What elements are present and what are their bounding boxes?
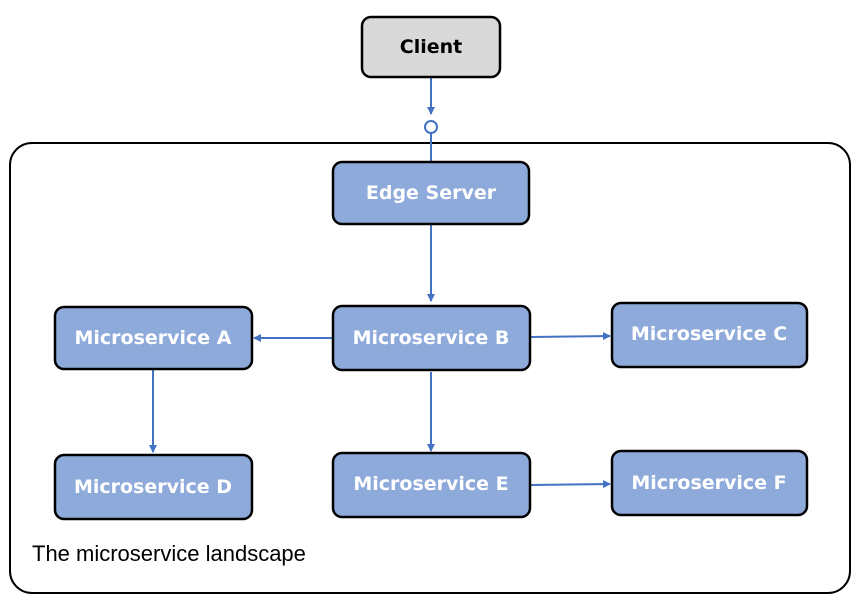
node-microservice-a[interactable]: Microservice A: [53, 305, 254, 371]
node-edge-server-label: Edge Server: [366, 182, 497, 204]
landscape-label: The microservice landscape: [32, 541, 306, 566]
node-microservice-a-label: Microservice A: [74, 327, 231, 349]
node-microservice-e-box: [331, 451, 532, 519]
edges: [149, 77, 611, 489]
node-client-label: Client: [400, 36, 462, 58]
node-microservice-b-box: [331, 304, 532, 372]
node-client[interactable]: Client: [360, 15, 502, 79]
node-microservice-f-label: Microservice F: [631, 472, 786, 494]
node-microservice-b-label: Microservice B: [353, 327, 510, 349]
node-microservice-c-label: Microservice C: [631, 323, 787, 345]
node-microservice-f-box: [610, 449, 809, 517]
edge-ms-b-to-ms-c: [530, 332, 611, 341]
node-microservice-e[interactable]: Microservice E: [331, 451, 532, 519]
node-microservice-d[interactable]: Microservice D: [53, 453, 254, 521]
edge-ms-e-to-ms-f: [530, 480, 611, 489]
node-microservice-a-box: [53, 305, 254, 371]
interface-connector-icon: [424, 120, 438, 134]
node-microservice-d-box: [53, 453, 254, 521]
node-edge-server-box: [331, 160, 531, 226]
node-microservice-e-label: Microservice E: [353, 473, 508, 495]
node-client-box: [360, 15, 502, 79]
node-microservice-c-box: [610, 301, 809, 369]
node-microservice-c[interactable]: Microservice C: [610, 301, 809, 369]
node-microservice-f[interactable]: Microservice F: [610, 449, 809, 517]
node-edge-server[interactable]: Edge Server: [331, 160, 531, 226]
node-microservice-d-label: Microservice D: [74, 476, 232, 498]
node-microservice-b[interactable]: Microservice B: [331, 304, 532, 372]
